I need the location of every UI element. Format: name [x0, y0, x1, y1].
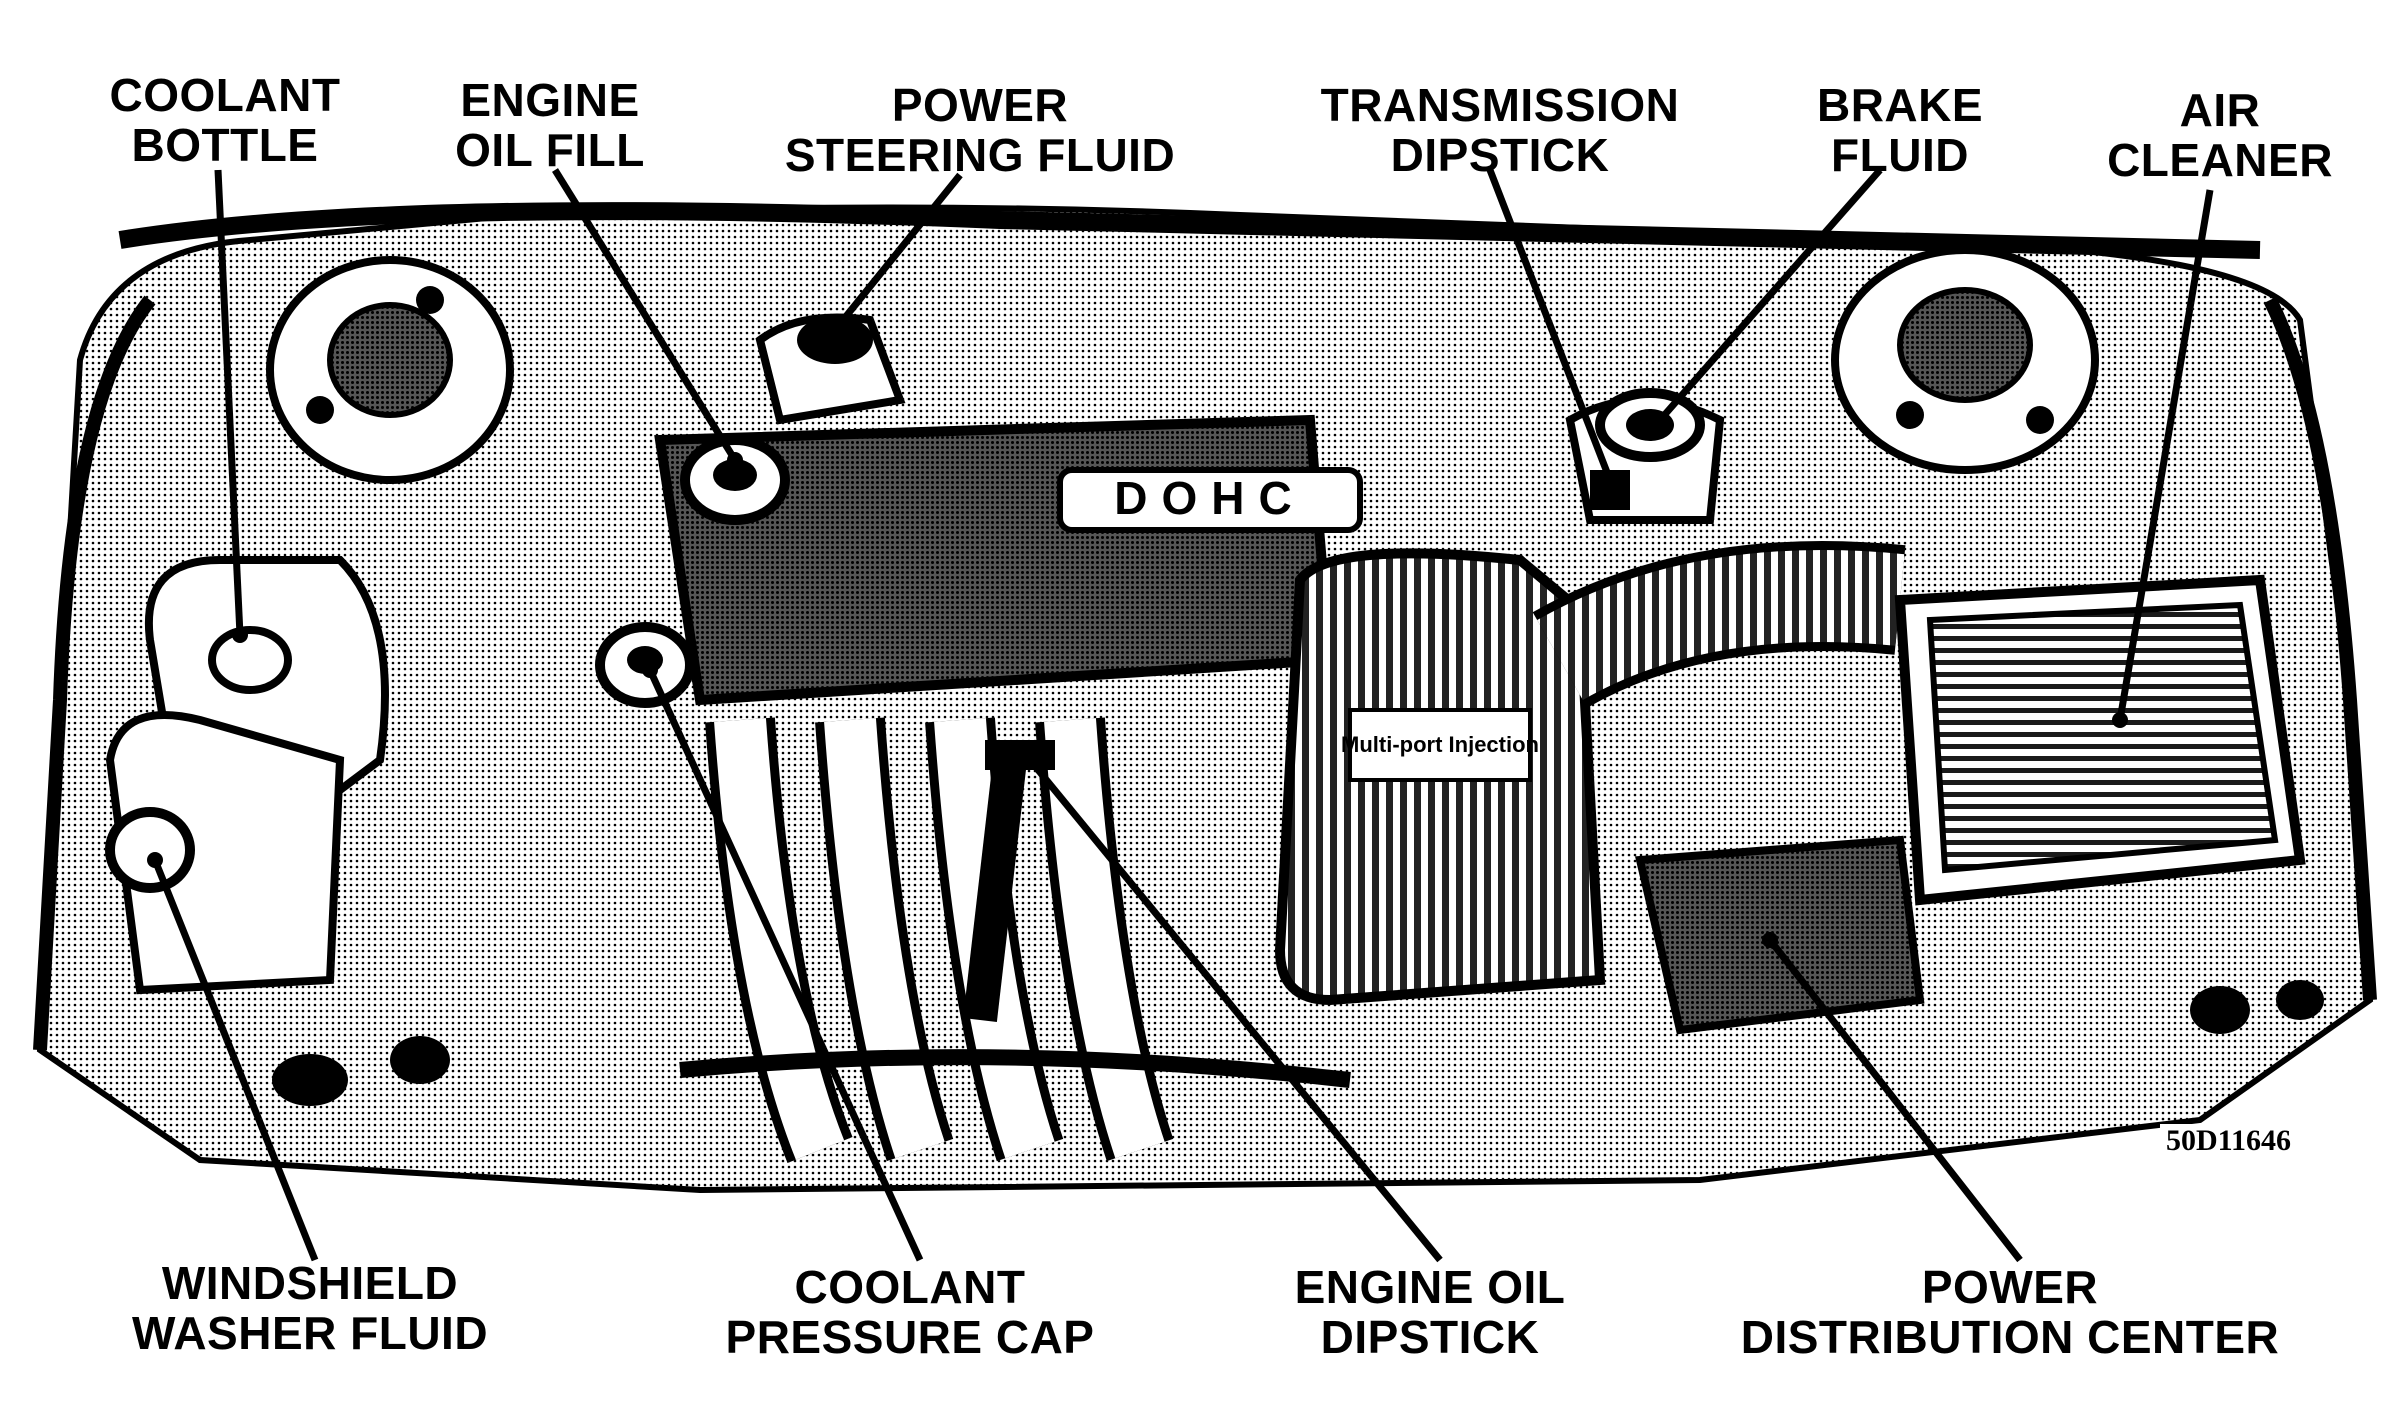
front-panel-holes: [272, 980, 2324, 1106]
leader-power-distribution: [1767, 937, 2023, 1263]
label-brake-fluid: BRAKE FLUID: [1780, 80, 2020, 180]
label-windshield-washer-fluid-line1: WINDSHIELD: [161, 1257, 459, 1309]
air-intake-duct: [1532, 541, 1906, 709]
power-distribution-center: [1635, 835, 1925, 1035]
label-transmission-dipstick-line2: DIPSTICK: [1390, 129, 1610, 181]
figure-id: 50D11646: [2160, 1124, 2298, 1158]
left-strut-tower: [266, 256, 514, 484]
label-power-steering-fluid-line1: POWER: [891, 79, 1069, 131]
intake-manifold: [679, 717, 1351, 1163]
label-power-steering-fluid-line2: STEERING FLUID: [784, 129, 1176, 181]
engine-oil-fill-cap: [680, 435, 790, 525]
leader-transmission-dipstick: [1486, 168, 1614, 482]
leader-brake-fluid: [1657, 167, 1883, 423]
leader-washer-fluid: [151, 858, 319, 1262]
label-coolant-bottle-line1: COOLANT: [109, 69, 341, 121]
power-steering-reservoir: [755, 313, 906, 425]
leader-lines: [151, 167, 2214, 1263]
label-engine-oil-dipstick-line1: ENGINE OIL: [1294, 1261, 1566, 1313]
label-engine-oil-fill: ENGINE OIL FILL: [420, 75, 680, 175]
label-windshield-washer-fluid: WINDSHIELD WASHER FLUID: [110, 1258, 510, 1358]
leader-coolant-pressure-cap: [646, 668, 924, 1262]
label-coolant-bottle-line2: BOTTLE: [131, 119, 319, 171]
label-brake-fluid-line1: BRAKE: [1816, 79, 1984, 131]
label-engine-oil-dipstick-line2: DIPSTICK: [1320, 1311, 1540, 1363]
leader-power-steering: [832, 172, 963, 333]
label-air-cleaner-line1: AIR: [2179, 84, 2261, 136]
leader-engine-oil-fill: [552, 168, 738, 462]
leader-air-cleaner: [2116, 189, 2214, 721]
label-power-distribution-center-line2: DISTRIBUTION CENTER: [1740, 1311, 2280, 1363]
intake-plenum-cover: Multi-port Injection: [1274, 548, 1606, 1006]
air-cleaner-box: [1894, 574, 2306, 906]
engine-badge: DOHC: [1114, 472, 1305, 524]
label-coolant-pressure-cap-line1: COOLANT: [794, 1261, 1026, 1313]
label-air-cleaner-line2: CLEANER: [2107, 134, 2333, 186]
leader-endpoints: [147, 322, 2128, 948]
intake-cover-text: Multi-port Injection: [1341, 732, 1539, 757]
label-transmission-dipstick-line1: TRANSMISSION: [1320, 79, 1680, 131]
label-engine-oil-fill-line2: OIL FILL: [455, 124, 645, 176]
oil-dipstick-tube: [963, 740, 1055, 1022]
right-strut-tower: [1831, 246, 2099, 474]
leader-engine-oil-dipstick: [1027, 757, 1443, 1263]
label-power-distribution-center: POWER DISTRIBUTION CENTER: [1700, 1262, 2320, 1362]
label-transmission-dipstick: TRANSMISSION DIPSTICK: [1290, 80, 1710, 180]
label-windshield-washer-fluid-line2: WASHER FLUID: [131, 1307, 489, 1359]
brake-master-cylinder: [1565, 388, 1725, 524]
right-fender: [2263, 296, 2377, 1001]
label-coolant-pressure-cap-line2: PRESSURE CAP: [725, 1311, 1095, 1363]
label-power-distribution-center-line1: POWER: [1921, 1261, 2099, 1313]
left-fender: [33, 295, 156, 1051]
label-coolant-pressure-cap: COOLANT PRESSURE CAP: [710, 1262, 1110, 1362]
hood-line: [118, 202, 2261, 259]
label-air-cleaner: AIR CLEANER: [2090, 85, 2350, 185]
label-engine-oil-dipstick: ENGINE OIL DIPSTICK: [1240, 1262, 1620, 1362]
label-power-steering-fluid: POWER STEERING FLUID: [770, 80, 1190, 180]
label-coolant-bottle: COOLANT BOTTLE: [80, 70, 370, 170]
leader-coolant-bottle: [214, 169, 244, 636]
washer-fluid-reservoir: [105, 711, 345, 995]
label-brake-fluid-line2: FLUID: [1831, 129, 1969, 181]
label-engine-oil-fill-line1: ENGINE: [460, 74, 640, 126]
